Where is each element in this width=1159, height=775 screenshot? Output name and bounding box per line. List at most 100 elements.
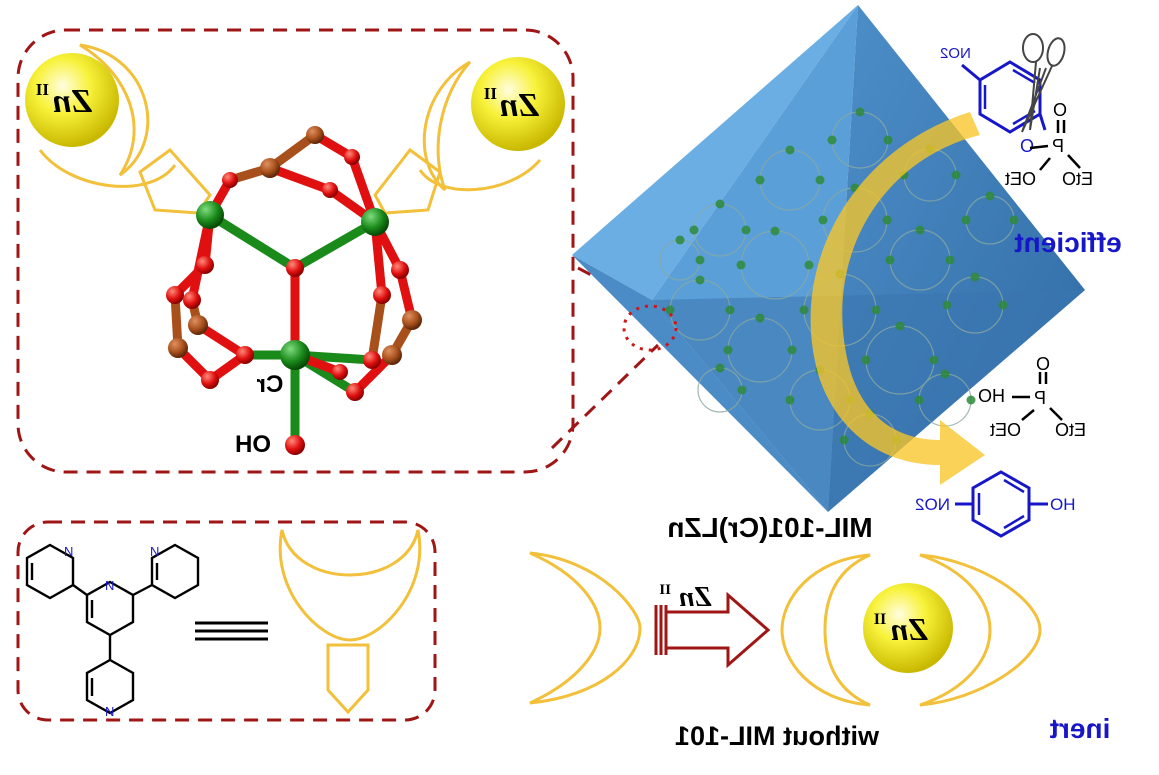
phosphate-ethoxy-label: EtO <box>1055 420 1086 440</box>
efficient-label: efficient <box>1014 227 1121 258</box>
ester-oxygen-label: O <box>1020 136 1034 156</box>
pore-node <box>827 135 837 145</box>
pore-node <box>914 395 924 405</box>
pore-node <box>737 385 747 395</box>
zn-ligand-left: Zn II <box>25 43 212 215</box>
pore-node <box>915 225 925 235</box>
pore-node <box>689 225 699 235</box>
phosphate-phosphorus-label: P <box>1034 388 1046 408</box>
crescent-shape <box>418 159 542 192</box>
zn-ball <box>25 53 119 147</box>
pore-node <box>715 363 725 373</box>
pore-node <box>770 226 780 236</box>
pyridine-n-label: N <box>105 578 114 593</box>
pore-node <box>942 300 952 310</box>
pore-node <box>695 275 705 285</box>
pore-node <box>815 175 825 185</box>
pore-node <box>785 395 795 405</box>
reagent-zn-superscript: II <box>659 582 671 598</box>
pore-node <box>723 345 733 355</box>
ethoxy-label: OEt <box>1005 169 1036 189</box>
phosphate-oxygen-label: O <box>1036 354 1050 374</box>
zoom-connector <box>550 343 660 450</box>
pore-node <box>855 107 865 117</box>
crescent-shape <box>529 551 642 705</box>
pore-node <box>799 305 809 315</box>
control-scheme: Zn II Zn II without MIL-101 inert <box>529 551 1111 751</box>
pyridine-n-label: N <box>105 704 114 719</box>
zn-ball <box>863 583 953 673</box>
phenol-nitro-label: NO2 <box>915 495 950 514</box>
pore-node <box>945 255 955 265</box>
scissors-icon <box>1021 33 1066 133</box>
crescent-shape <box>422 60 472 192</box>
pore-node <box>940 369 950 379</box>
zoom-connector <box>577 266 649 307</box>
cluster-frame <box>16 28 575 474</box>
product-nitrophenol: HO NO2 <box>915 470 1076 538</box>
pore-node <box>861 355 871 365</box>
zn-symbol: Zn <box>499 87 540 124</box>
pore-node <box>804 260 814 270</box>
pore-node <box>985 191 995 201</box>
inert-label: inert <box>1050 713 1111 744</box>
pore-node <box>951 170 961 180</box>
chromium-cluster: Cr OH <box>166 126 422 458</box>
chromium-label: Cr <box>257 371 284 398</box>
pore-highlight <box>622 304 678 352</box>
ethoxy-label: EtO <box>1062 169 1093 189</box>
zn-complex-inert <box>780 553 1042 707</box>
zn-superscript: II <box>483 84 497 103</box>
pore-node <box>998 300 1008 310</box>
pore-node <box>839 435 849 445</box>
terpyridine-structure <box>25 543 200 715</box>
pore-node <box>883 135 893 145</box>
phosphoryl-oxygen-label: O <box>1053 100 1067 120</box>
crescent-shape <box>38 149 177 188</box>
ligand-cartoon <box>278 529 422 715</box>
pore-node <box>715 199 725 209</box>
arrow-body <box>810 112 985 485</box>
pore-node <box>695 255 705 265</box>
pore-node <box>871 305 881 315</box>
pore-node <box>755 313 765 323</box>
pore-node <box>755 175 765 185</box>
pore-node <box>736 260 746 270</box>
hydroxide-label: OH <box>235 431 271 458</box>
control-caption: without MIL-101 <box>675 721 880 751</box>
reaction-arrow <box>810 112 985 485</box>
cluster-panel: Zn II Zn II <box>16 28 660 474</box>
equivalence-sign <box>195 621 268 641</box>
pore-node <box>929 355 939 365</box>
pore-node <box>665 305 675 315</box>
pore-node <box>895 321 905 331</box>
pyridine-n-label: N <box>150 544 159 559</box>
pyridine-n-label: N <box>64 544 73 559</box>
pore-node <box>787 345 797 355</box>
pore-node <box>818 215 828 225</box>
pore-node <box>970 272 980 282</box>
phenol-hydroxyl-label: HO <box>1050 495 1076 514</box>
zn-ligand-right: Zn II <box>373 57 565 215</box>
phosphate-ethoxy-label: OEt <box>990 420 1021 440</box>
pore-node <box>885 255 895 265</box>
octahedron-lower-band <box>652 290 1085 512</box>
zn-ball <box>471 57 565 151</box>
pore-node <box>741 225 751 235</box>
pore-node <box>966 395 976 405</box>
octahedron-lower-left-face <box>572 255 828 512</box>
octahedron-left-face <box>572 5 858 300</box>
pore-node <box>675 235 685 245</box>
ligand-stem <box>373 147 442 215</box>
pore-node <box>1009 215 1019 225</box>
product-phosphate: HO P O EtO OEt <box>978 354 1086 440</box>
ligand-frame <box>16 520 437 722</box>
mof-octahedron <box>572 5 1085 512</box>
phosphorus-label: P <box>1052 136 1064 156</box>
reagent-zn-symbol: Zn <box>679 582 713 613</box>
pore-node <box>785 145 795 155</box>
substrate-molecule: NO2 O P O EtO OEt <box>940 33 1093 189</box>
zn-symbol: Zn <box>890 611 928 647</box>
phosphate-hydroxyl-label: HO <box>978 386 1005 406</box>
pore-node <box>725 305 735 315</box>
